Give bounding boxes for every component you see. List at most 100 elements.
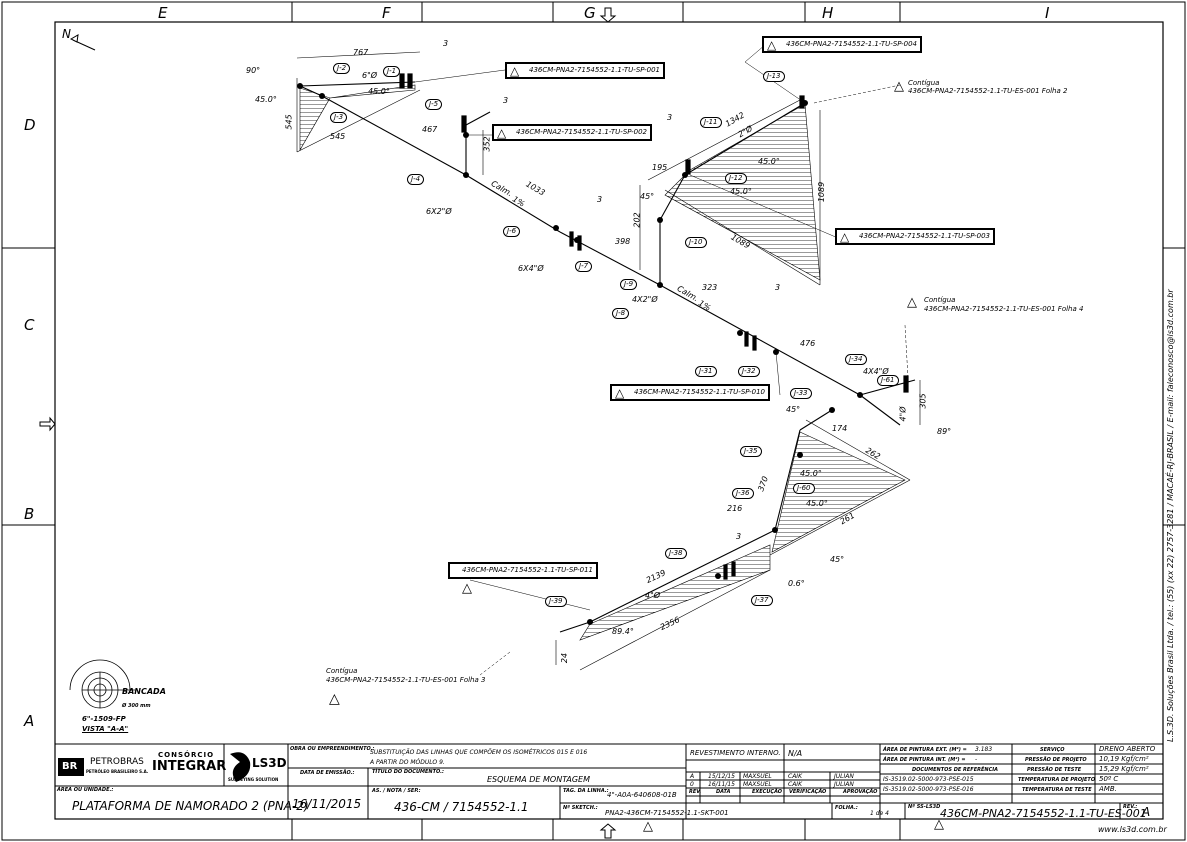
revision-triangle-icon: △	[462, 581, 472, 596]
bancada-label: BANCADA	[122, 687, 166, 696]
joint-tag: J-4	[407, 174, 425, 185]
joint-tag: J-32	[738, 366, 760, 377]
angle-label: 45.0°	[730, 187, 752, 196]
support-label: 436CM-PNA2-7154552-1.1-TU-SP-001	[529, 66, 660, 74]
rev-value: A	[1142, 805, 1151, 819]
doc-ref: IS-3519.02-5000-973-PSE-016	[883, 786, 974, 793]
angle-label: 89.4°	[612, 627, 634, 636]
rev-row-data: 16/11/15	[708, 781, 735, 788]
support-label: 436CM-PNA2-7154552-1.1-TU-SP-004	[786, 40, 917, 48]
support-label: 436CM-PNA2-7154552-1.1-TU-SP-011	[462, 566, 593, 574]
pipe-size-label: 4X2"Ø	[632, 295, 658, 304]
support-box-sp-003[interactable]: △ 436CM-PNA2-7154552-1.1-TU-SP-003	[835, 228, 995, 245]
revision-triangle-icon: △	[934, 817, 944, 832]
website: www.ls3d.com.br	[1098, 825, 1167, 834]
dim-label: 476	[800, 339, 816, 348]
dim-label: 398	[615, 237, 631, 246]
as-label: AS. / NOTA / SEP.:	[372, 788, 421, 794]
rev-row-data: 15/12/15	[708, 773, 735, 780]
sketch-value: PNA2-436CM-7154552-1.1-SKT-001	[605, 809, 729, 817]
ls3d-subtitle: SURVEYING SOLUTION	[228, 777, 279, 782]
support-box-sp-001[interactable]: △ 436CM-PNA2-7154552-1.1-TU-SP-001	[505, 62, 665, 79]
folha-value: 1 de 4	[870, 810, 889, 817]
sketch-label: Nº SKETCH.:	[563, 805, 598, 811]
rev-row-exec: MAXSUEL	[743, 773, 772, 780]
bancada-flange: 6"-1509-FP	[82, 715, 126, 723]
grid-col-g: G	[584, 4, 596, 22]
grid-row-a: A	[24, 712, 35, 730]
joint-tag: J-39	[545, 596, 567, 607]
joint-tag: J-31	[695, 366, 717, 377]
dim-label: 352	[482, 136, 492, 152]
joint-tag: J-35	[740, 446, 762, 457]
client-subtitle: PETRÓLEO BRASILEIRO S.A.	[86, 769, 149, 774]
angle-label: 45.0°	[800, 469, 822, 478]
p-projeto-label: PRESSÃO DE PROJETO	[1025, 757, 1087, 763]
pintura-ext-label: ÁREA DE PINTURA EXT. (M²) =	[883, 747, 967, 753]
rev-header-exec: EXECUÇÃO	[752, 789, 783, 795]
dim-label: 467	[422, 125, 438, 134]
tag-value: 4"-A0A-640608-01B	[607, 791, 677, 799]
rev-row-verif: CAIK	[788, 773, 802, 780]
grid-col-i: I	[1045, 4, 1050, 22]
t-projeto-label: TEMPERATURA DE PROJETO	[1018, 777, 1096, 783]
angle-label: 45°	[640, 192, 655, 201]
rev-row-aprov: JULIAN	[834, 781, 854, 788]
doc-number: 436CM-PNA2-7154552-1.1-TU-ES-001	[940, 807, 1147, 820]
support-box-sp-002[interactable]: △ 436CM-PNA2-7154552-1.1-TU-SP-002	[492, 124, 652, 141]
dim-label: 3	[443, 39, 449, 48]
consortium-name: INTEGRAR	[152, 759, 227, 774]
grid-col-e: E	[158, 4, 168, 22]
docs-label: DOCUMENTOS DE REFERÊNCIA	[912, 767, 998, 773]
titulo-label: TÍTULO DO DOCUMENTO.:	[372, 769, 445, 775]
bancada-view: VISTA "A-A"	[82, 725, 129, 733]
dim-label: 202	[632, 212, 642, 228]
pipe-size-label: 6X2"Ø	[426, 207, 452, 216]
revision-triangle-icon: △	[907, 295, 917, 310]
support-label: 436CM-PNA2-7154552-1.1-TU-SP-010	[634, 388, 765, 396]
continua-word: Contígua	[326, 667, 358, 675]
grid-col-f: F	[382, 4, 391, 22]
p-teste-value: 15,29 Kgf/cm²	[1099, 765, 1149, 773]
revision-triangle-icon: △	[643, 819, 653, 834]
consortium-top: CONSÓRCIO	[158, 751, 215, 759]
north-label: N	[62, 27, 71, 41]
grid-row-b: B	[24, 505, 35, 523]
dim-label: 323	[702, 283, 718, 292]
rev-header-data: DATA	[716, 789, 731, 795]
joint-tag: J-36	[732, 488, 754, 499]
pipe-size-label: 4X4"Ø	[863, 367, 889, 376]
joint-tag: J-12	[725, 173, 747, 184]
support-box-sp-011[interactable]: 436CM-PNA2-7154552-1.1-TU-SP-011	[448, 562, 598, 579]
angle-label: 45°	[786, 405, 801, 414]
support-box-sp-010[interactable]: △ 436CM-PNA2-7154552-1.1-TU-SP-010	[610, 384, 770, 401]
area-label: ÁREA OU UNIDADE.:	[57, 787, 114, 793]
obra-label: OBRA OU EMPREENDIMENTO.:	[290, 746, 375, 752]
support-label: 436CM-PNA2-7154552-1.1-TU-SP-002	[516, 128, 647, 136]
as-value: 436-CM / 7154552-1.1	[394, 800, 529, 814]
joint-tag: J-34	[845, 354, 867, 365]
angle-label: 45.0°	[758, 157, 780, 166]
rev-header-rev: REV.	[689, 789, 702, 795]
grid-row-c: C	[24, 316, 35, 334]
angle-label: 90°	[246, 66, 261, 75]
joint-tag: J-33	[790, 388, 812, 399]
dim-label: 3	[775, 283, 781, 292]
rev-row-exec: MAXSUEL	[743, 781, 772, 788]
p-teste-label: PRESSÃO DE TESTE	[1027, 767, 1082, 773]
joint-tag: J-10	[685, 237, 707, 248]
rev-header-verif: VERIFICAÇÃO	[789, 789, 827, 795]
support-box-sp-004[interactable]: △ 436CM-PNA2-7154552-1.1-TU-SP-004	[762, 36, 922, 53]
obra-value: SUBSTITUIÇÃO DAS LINHAS QUE COMPÕEM OS I…	[370, 749, 588, 756]
dim-label: 24	[560, 652, 570, 664]
t-teste-value: AMB.	[1099, 785, 1117, 793]
dim-label: 3	[667, 113, 673, 122]
dim-label: 216	[727, 504, 743, 513]
joint-tag: J-61	[877, 375, 899, 386]
pipe-size-label: 4"Ø	[645, 591, 661, 600]
angle-label: 45.0°	[806, 499, 828, 508]
angle-label: 0.6°	[788, 579, 805, 588]
grid-col-h: H	[822, 4, 834, 22]
nls3d-label: Nº SS-LS3D	[908, 804, 941, 810]
data-emissao-label: DATA DE EMISSÃO.:	[300, 770, 355, 776]
